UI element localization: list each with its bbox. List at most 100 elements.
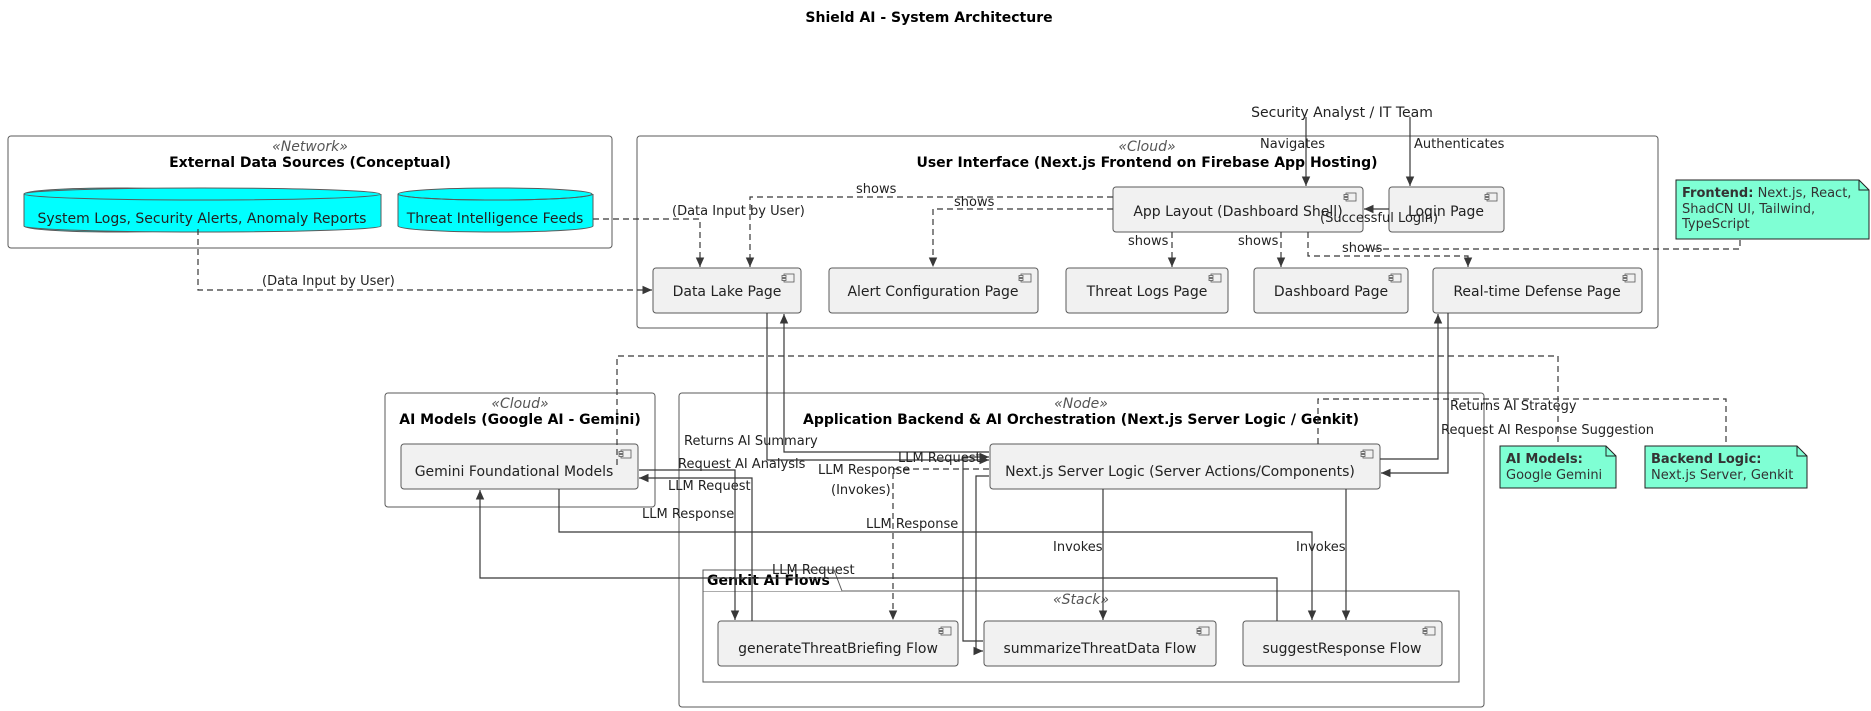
database-logs-label: System Logs, Security Alerts, Anomaly Re… [38,211,367,227]
edge-shows-alert-config: shows [928,195,1113,267]
backend-stereotype: «Node» [1054,396,1108,412]
diagram-title: Shield AI - System Architecture [805,10,1052,26]
edge-data-input-logs: (Data Input by User) [197,229,652,295]
component-dashboard-page[interactable]: Dashboard Page [1253,267,1409,314]
edge-label-llm-response-1: LLM Response [642,507,734,522]
edge-label-llm-response-2: LLM Response [818,463,910,478]
note-ai-line2: Google Gemini [1506,468,1602,483]
component-summarize-flow[interactable]: summarizeThreatData Flow [983,620,1217,667]
genkit-tab-label: Genkit AI Flows [707,573,830,589]
edge-llm-request-briefing: LLM Request [639,473,753,621]
edge-shows-dashboard: shows [1238,232,1286,267]
app-layout-label: App Layout (Dashboard Shell) [1133,204,1342,220]
svg-text:Frontend: Next.js, React,: Frontend: Next.js, React, [1682,186,1851,201]
edge-llm-response-briefing: LLM Response [639,469,740,620]
component-nextjs-server[interactable]: Next.js Server Logic (Server Actions/Com… [989,443,1381,490]
edge-label-request-ai-analysis: Request AI Analysis [678,457,806,472]
note-frontend-rest: Next.js, React, [1753,186,1851,201]
alert-config-label: Alert Configuration Page [847,284,1018,300]
edge-label-llm-request-1: LLM Request [668,479,751,494]
edge-llm-response-suggest: LLM Response [558,489,1317,620]
note-frontend-head: Frontend: [1682,186,1753,201]
edge-label-authenticates: Authenticates [1414,137,1505,152]
edge-label-shows-1: shows [856,182,897,197]
edge-navigates: Navigates [1260,117,1325,186]
models-title: AI Models (Google AI - Gemini) [399,412,640,428]
edge-label-invokes-2: Invokes [1296,540,1346,555]
genkit-stereotype: «Stack» [1053,592,1109,608]
note-link-backend [1317,398,1727,446]
note-backend-line2: Next.js Server, Genkit [1651,468,1793,483]
summarize-label: summarizeThreatData Flow [1003,641,1196,657]
edge-label-returns-ai-strategy: Returns AI Strategy [1450,399,1577,414]
note-link-frontend [1363,239,1741,250]
dashboard-label: Dashboard Page [1274,284,1388,300]
note-backend-head: Backend Logic: [1651,452,1761,467]
edge-label-shows-4: shows [1238,234,1279,249]
backend-title: Application Backend & AI Orchestration (… [803,412,1359,428]
edge-label-invokes-paren: (Invokes) [831,483,891,498]
external-title: External Data Sources (Conceptual) [169,155,451,171]
note-frontend-line2: ShadCN UI, Tailwind, [1682,202,1815,217]
edge-invokes-suggest: Invokes [1296,489,1351,620]
note-ai-models: AI Models: Google Gemini [1499,445,1617,489]
edge-shows-realtime: shows [1307,232,1473,267]
actor-label: Security Analyst / IT Team [1251,105,1433,121]
login-page-label: Login Page [1408,204,1484,220]
component-data-lake-page[interactable]: Data Lake Page [652,267,802,314]
realtime-defense-label: Real-time Defense Page [1453,284,1620,300]
edge-label-llm-request-3: LLM Request [772,563,855,578]
edge-label-shows-3: shows [1128,234,1169,249]
edge-label-returns-ai-summary: Returns AI Summary [684,434,818,449]
edge-returns-ai-summary: Returns AI Summary [684,314,989,453]
ui-title: User Interface (Next.js Frontend on Fire… [916,155,1377,171]
briefing-label: generateThreatBriefing Flow [738,641,938,657]
gemini-label: Gemini Foundational Models [415,464,614,480]
edge-label-llm-response-3: LLM Response [866,517,958,532]
edge-authenticates: Authenticates [1405,117,1505,186]
database-system-logs[interactable]: System Logs, Security Alerts, Anomaly Re… [23,187,382,233]
threat-logs-label: Threat Logs Page [1086,284,1208,300]
edge-shows-threat-logs: shows [1128,232,1177,267]
component-app-layout[interactable]: App Layout (Dashboard Shell) [1112,186,1364,233]
note-frontend: Frontend: Next.js, React, ShadCN UI, Tai… [1675,179,1870,240]
component-briefing-flow[interactable]: generateThreatBriefing Flow [717,620,959,667]
edge-label-invokes-1: Invokes [1053,540,1103,555]
database-intel-label: Threat Intelligence Feeds [406,211,584,227]
component-alert-config-page[interactable]: Alert Configuration Page [828,267,1039,314]
edge-returns-ai-strategy: Returns AI Strategy [1381,313,1577,478]
edge-shows-data-lake: shows [745,182,1113,267]
note-backend-logic: Backend Logic: Next.js Server, Genkit [1644,445,1808,489]
edge-request-ai-analysis [766,313,989,465]
edge-label-llm-request-2: LLM Request [898,451,981,466]
edge-label-shows-2: shows [954,195,995,210]
edge-label-successful-login: (Successful Login) [1320,211,1438,226]
server-label: Next.js Server Logic (Server Actions/Com… [1005,464,1355,480]
edge-llm-request-summarize: LLM Request [898,451,989,642]
data-lake-label: Data Lake Page [673,284,782,300]
edge-invokes-briefing: (Invokes) [831,468,989,620]
edge-label-data-input-1: (Data Input by User) [672,204,805,219]
edge-successful-login: (Successful Login) [1320,204,1438,226]
edge-label-request-ai-response: Request AI Response Suggestion [1441,423,1654,438]
edge-llm-response-summarize: LLM Response [818,463,989,656]
component-realtime-defense-page[interactable]: Real-time Defense Page [1432,267,1643,314]
component-suggest-flow[interactable]: suggestResponse Flow [1242,620,1443,667]
note-ai-head: AI Models: [1506,452,1583,467]
edge-invokes-summarize: Invokes [1053,489,1108,620]
ui-stereotype: «Cloud» [1118,139,1175,155]
edge-request-ai-response: Request AI Response Suggestion [1380,314,1654,460]
edge-label-data-input-2: (Data Input by User) [262,274,395,289]
component-gemini-models[interactable]: Gemini Foundational Models [400,443,639,490]
database-threat-intel[interactable]: Threat Intelligence Feeds [397,187,594,233]
external-stereotype: «Network» [272,139,348,155]
models-stereotype: «Cloud» [491,396,548,412]
edge-label-navigates: Navigates [1260,137,1325,152]
note-link-ai-models [616,355,1559,465]
component-login-page[interactable]: Login Page [1388,186,1505,233]
component-threat-logs-page[interactable]: Threat Logs Page [1065,267,1229,314]
edge-data-input-intel: (Data Input by User) [593,204,805,267]
suggest-label: suggestResponse Flow [1263,641,1422,657]
note-frontend-line3: TypeScript [1681,217,1750,232]
